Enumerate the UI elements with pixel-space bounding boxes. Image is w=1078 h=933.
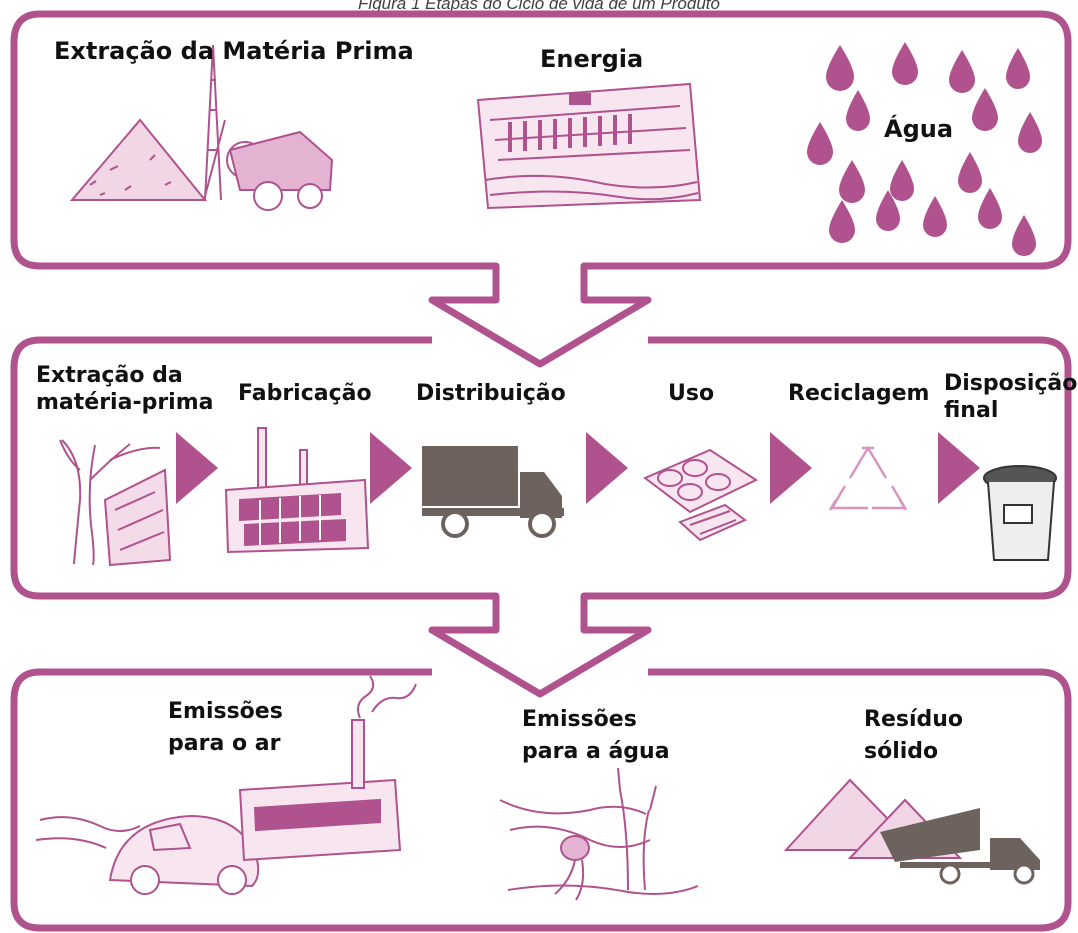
input-water-label: Água: [884, 115, 954, 143]
stage-use-label: Uso: [668, 381, 715, 406]
trash-can-icon: [983, 465, 1057, 561]
outputs-panel: [10, 668, 1072, 932]
stage-distribution-label: Distribuição: [416, 381, 566, 406]
recycle-icon: [828, 445, 908, 511]
flow-arrow-2: [370, 432, 412, 504]
flow-arrow-1: [176, 432, 218, 504]
input-raw-material-label: Extração da Matéria Prima: [54, 37, 414, 65]
stages-panel: [10, 336, 1072, 698]
flow-arrow-4: [770, 432, 812, 504]
cans-icon: [643, 448, 759, 542]
pipe-icon: [499, 767, 699, 901]
flow-arrow-5: [938, 432, 980, 504]
input-energy-label: Energia: [540, 45, 644, 73]
dam-illustration: [476, 82, 702, 210]
water-drops: [807, 42, 1042, 256]
factory-icon: [224, 427, 370, 554]
stage-manufacturing-label: Fabricação: [238, 381, 372, 406]
mining-illustration: [69, 44, 334, 211]
car-factory-icon: [35, 675, 417, 895]
truck-icon: [422, 446, 564, 538]
flow-arrow-3: [586, 432, 628, 504]
tree-icon: [59, 439, 172, 567]
figure-caption: Figura 1 Etapas do Ciclo de vida de um P…: [358, 0, 720, 13]
dump-truck-icon: [783, 778, 1040, 885]
inputs-panel: [10, 10, 1072, 368]
stage-recycling-label: Reciclagem: [788, 381, 930, 406]
